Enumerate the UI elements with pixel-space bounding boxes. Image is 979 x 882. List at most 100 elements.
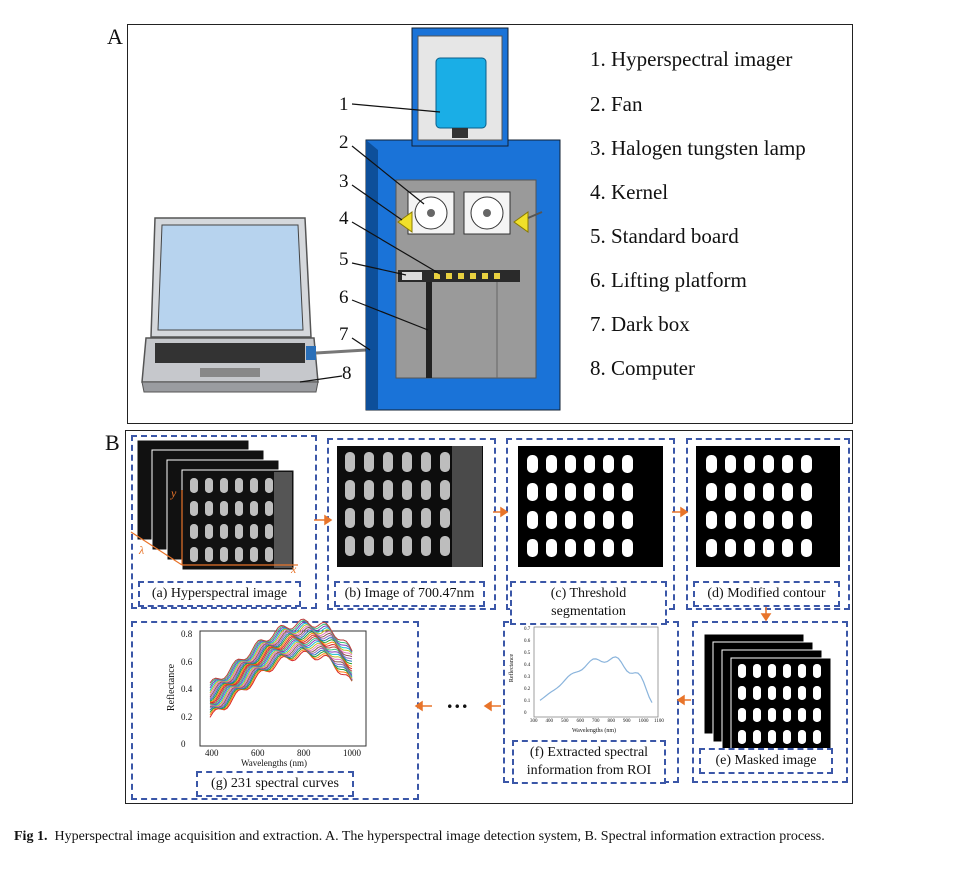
spectral-curve: [209, 635, 353, 704]
step-a-box: [131, 435, 317, 609]
spectral-curve: [209, 623, 353, 694]
kernel-mark: [383, 508, 393, 528]
plot-g-x-tick-label: 800: [297, 748, 311, 758]
legend-item-lamp: 3. Halogen tungsten lamp: [590, 136, 806, 160]
standard-board-illustration: [398, 270, 520, 282]
plot-g-x-tick-label: 400: [205, 748, 219, 758]
plot-f-y-tick-label: 0: [524, 711, 527, 716]
kernel-mark: [603, 455, 614, 473]
legend-item-standard-board: 5. Standard board: [590, 224, 739, 248]
kernel-mark: [584, 511, 595, 529]
kernel-mark: [205, 478, 213, 493]
spectral-curve: [209, 630, 353, 701]
spectral-curve: [209, 634, 353, 704]
spectral-curve: [209, 628, 353, 700]
legend-item-computer: 8. Computer: [590, 356, 695, 380]
kernel-mark: [220, 501, 228, 516]
kernel-mark: [235, 524, 243, 539]
spectral-curve: [209, 618, 353, 684]
kernel-mark: [725, 483, 736, 501]
kernel-mark: [763, 539, 774, 557]
kernel-mark: [402, 452, 412, 472]
kernel-mark: [440, 452, 450, 472]
plot-g-y-tick-label: 0.8: [181, 629, 193, 639]
cube-axis-x: x: [291, 562, 297, 576]
plot-f-x-tick-label: 600: [576, 719, 585, 724]
plot-f-x-tick-label: 400: [545, 719, 554, 724]
spectral-curve: [209, 622, 353, 691]
spectral-curve: [209, 650, 353, 718]
caption-step-b: (b) Image of 700.47nm: [334, 581, 485, 607]
kernel-mark: [753, 686, 761, 700]
kernel-mark: [205, 524, 213, 539]
kernel-mark: [813, 664, 821, 678]
kernel-mark: [421, 452, 431, 472]
kernel-mark: [265, 524, 273, 539]
kernel-mark: [706, 483, 717, 501]
plot-f-x-tick-label: 800: [607, 719, 616, 724]
kernel-mark: [738, 664, 746, 678]
kernel-mark: [738, 708, 746, 722]
kernel-mark: [622, 539, 633, 557]
kernel-mark: [565, 455, 576, 473]
kernel-mark: [584, 455, 595, 473]
kernel-mark: [265, 501, 273, 516]
spectral-curve: [209, 621, 353, 689]
kernel-mark: [421, 480, 431, 500]
kernel-mark: [250, 501, 258, 516]
fan-illustration: [407, 191, 511, 235]
plot-g-ylabel: Reflectance: [166, 663, 178, 712]
kernel-mark: [565, 539, 576, 557]
spectral-curve: [209, 625, 353, 696]
kernel-mark: [250, 524, 258, 539]
plot-f-ylabel: Reflectance: [509, 653, 516, 683]
kernel-mark: [768, 664, 776, 678]
plot-f-y-tick-label: 0.2: [524, 687, 531, 692]
kernel-mark: [527, 539, 538, 557]
kernel-mark: [364, 536, 374, 556]
kernel-mark: [763, 455, 774, 473]
kernel-mark: [402, 508, 412, 528]
kernel-mark: [801, 483, 812, 501]
spectral-curve: [209, 632, 353, 703]
plot-f-y-tick-label: 0.6: [524, 639, 531, 644]
kernel-mark: [383, 536, 393, 556]
kernel-mark: [440, 536, 450, 556]
caption-step-g: (g) 231 spectral curves: [196, 771, 354, 797]
kernel-mark: [753, 730, 761, 744]
callout-8: 8: [342, 363, 352, 384]
kernel-mark: [205, 547, 213, 562]
halogen-lamp-illustration: [397, 211, 543, 233]
plot-f-x-tick-label: 900: [623, 719, 631, 724]
kernel-mark: [622, 455, 633, 473]
kernel-mark: [783, 686, 791, 700]
kernel-mark: [565, 511, 576, 529]
plot-f-x-tick-label: 500: [561, 719, 569, 724]
lifting-platform-illustration: [426, 282, 432, 378]
figure-caption: Fig 1. Hyperspectral image acquisition a…: [14, 829, 969, 845]
kernel-mark: [782, 539, 793, 557]
kernel-mark: [744, 483, 755, 501]
kernel-mark: [584, 539, 595, 557]
kernel-mark: [527, 483, 538, 501]
kernel-mark: [782, 455, 793, 473]
kernel-mark: [725, 455, 736, 473]
masked-image-stack: [703, 633, 832, 759]
plot-f-x-tick-label: 700: [592, 719, 600, 724]
kernel-mark: [220, 478, 228, 493]
callout-2: 2: [339, 132, 349, 153]
kernel-mark: [782, 483, 793, 501]
legend-item-fan: 2. Fan: [590, 92, 643, 116]
callout-4: 4: [339, 208, 349, 229]
plot-g-y-tick-label: 0.2: [181, 711, 193, 722]
kernel-mark: [220, 524, 228, 539]
kernel-mark: [546, 539, 557, 557]
kernel-mark: [235, 547, 243, 562]
plot-g-y-tick-label: 0.6: [181, 656, 193, 667]
kernel-mark: [801, 539, 812, 557]
kernel-mark: [768, 730, 776, 744]
kernel-mark: [584, 483, 595, 501]
kernel-mark: [250, 478, 258, 493]
kernel-mark: [421, 508, 431, 528]
